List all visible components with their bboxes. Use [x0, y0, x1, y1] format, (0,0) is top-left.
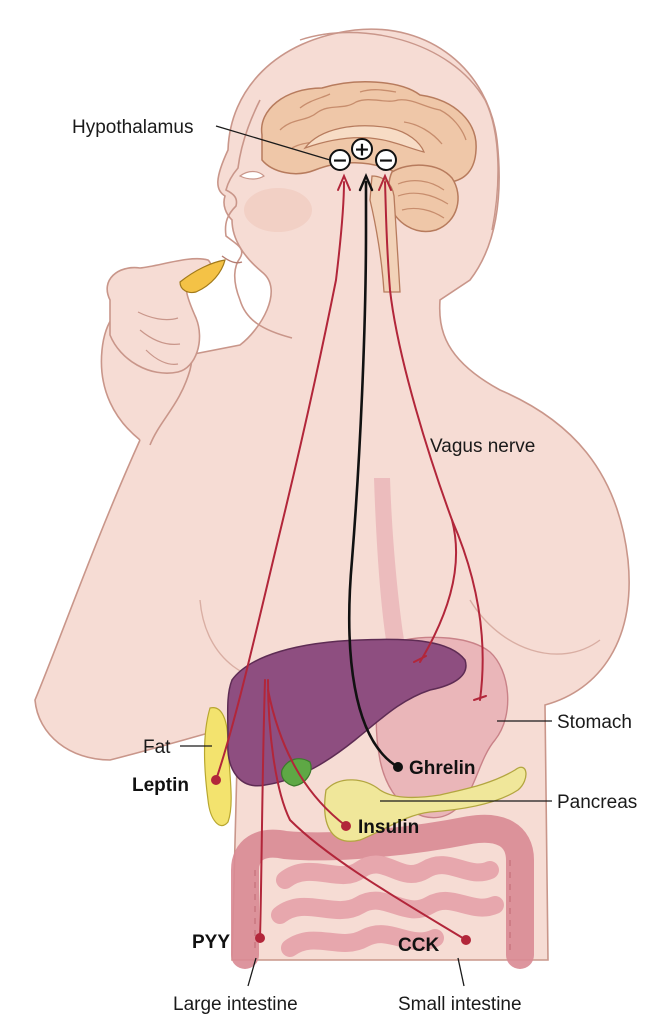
large-intestine [231, 814, 534, 969]
pancreas [324, 766, 527, 842]
leptin-source-dot [211, 775, 221, 785]
stimulate-sign-center: + [354, 139, 370, 161]
food-chip [179, 259, 226, 294]
cck-pathway [267, 679, 467, 941]
fat-tissue [203, 707, 232, 827]
large-intestine-leader [247, 957, 257, 987]
cerebellum-folia [397, 180, 449, 219]
ghrelin-pathway [348, 180, 400, 769]
brain [260, 81, 477, 293]
stomach-label: Stomach [557, 712, 632, 733]
hypothalamus-label: Hypothalamus [72, 117, 193, 138]
vagus-nerve-pathway [384, 181, 458, 663]
small-intestine [271, 855, 504, 957]
corpus-callosum [303, 125, 425, 153]
inhibit-symbol-right [375, 149, 397, 171]
face-profile [224, 99, 293, 339]
leader-lines [180, 125, 552, 987]
pyy-source-dot [255, 933, 265, 943]
cck-source-dot [461, 935, 471, 945]
insulin-pathway [267, 689, 347, 827]
signal-pathways [215, 172, 487, 941]
nerve-ending-upper [413, 655, 427, 663]
hand-fingers [137, 311, 181, 365]
small-intestine-leader [457, 957, 465, 987]
nerve-ending-lower [473, 695, 487, 701]
mouth [221, 255, 243, 264]
vagus-branch-stomach [451, 519, 484, 701]
leptin-label: Leptin [132, 775, 189, 796]
inhibit-sign-left: − [332, 150, 348, 172]
vagus-nerve-label: Vagus nerve [430, 436, 535, 457]
cheek-shading [244, 188, 312, 232]
intestines [231, 814, 534, 969]
insulin-label: Insulin [358, 817, 419, 838]
hair-outline [299, 31, 499, 231]
arrowhead-right [378, 173, 392, 191]
ghrelin-source-dot [393, 762, 403, 772]
ghrelin-label: Ghrelin [409, 758, 476, 779]
arrowhead-center [358, 172, 374, 192]
insulin-source-dot [341, 821, 351, 831]
esophagus [374, 478, 404, 640]
pancreas-label: Pancreas [557, 792, 637, 813]
pyy-pathway [259, 679, 266, 939]
inhibit-sign-right: − [378, 150, 394, 172]
large-intestine-label: Large intestine [173, 994, 298, 1015]
leptin-pathway [215, 181, 345, 781]
hypothalamus-inputs: − + − [329, 138, 397, 172]
arrowhead-left [337, 173, 351, 191]
pyy-label: PYY [192, 932, 230, 953]
hypothalamus-leader [215, 125, 331, 161]
fat-label: Fat [143, 737, 171, 758]
intestine-folds [254, 860, 511, 950]
cck-label: CCK [398, 935, 439, 956]
eye [238, 170, 265, 180]
stimulate-symbol-center [351, 138, 373, 160]
breast-contour-right [469, 599, 601, 655]
small-intestine-label: Small intestine [398, 994, 522, 1015]
